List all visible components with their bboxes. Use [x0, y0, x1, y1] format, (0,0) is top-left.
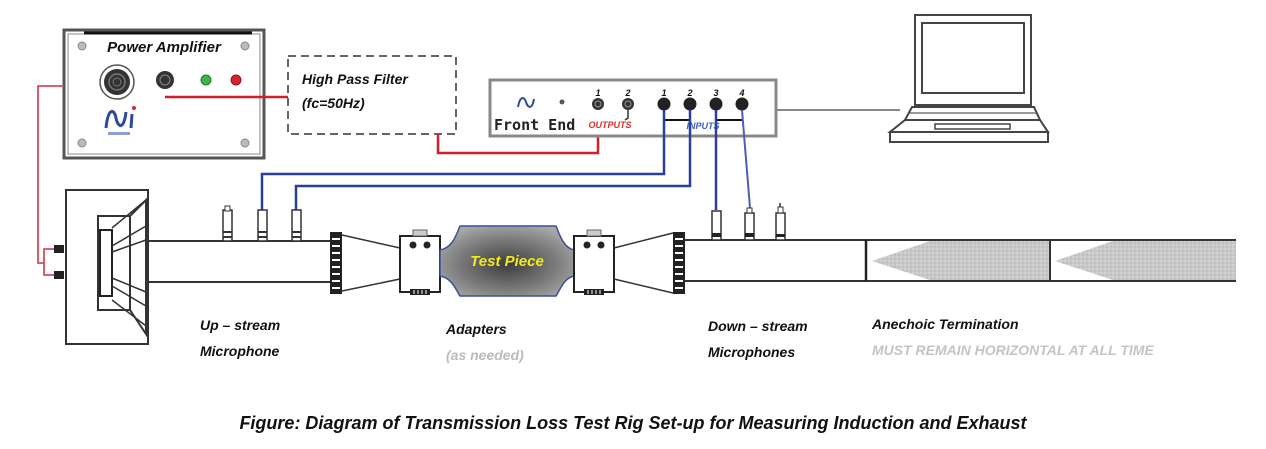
red-indicator-led [230, 74, 242, 86]
input-4-to-downstream-mic-wire [741, 109, 751, 209]
anechoic-label: Anechoic Termination [871, 316, 1019, 332]
loudspeaker [54, 189, 149, 345]
upstream-microphone-1 [222, 205, 233, 242]
input-3-jack[interactable] [709, 97, 723, 111]
figure-caption: Figure: Diagram of Transmission Loss Tes… [239, 413, 1027, 433]
upstream-tube [147, 240, 330, 283]
power-amplifier: Power Amplifier [62, 28, 266, 160]
upstream-microphone-2 [257, 209, 268, 242]
input-1-jack[interactable] [657, 97, 671, 111]
output-1-number: 1 [595, 88, 600, 98]
high-pass-filter: High Pass Filter (fc=50Hz) [287, 55, 457, 135]
right-cone-adapter [613, 232, 674, 294]
inputs-label: INPUTS [686, 121, 719, 131]
ni-logo-icon [104, 106, 136, 135]
input-2-to-upstream-mic-wire [294, 110, 692, 210]
downstream-microphone-3 [775, 203, 786, 241]
amp-to-speaker-wire [37, 85, 64, 276]
left-flange [330, 232, 342, 294]
power-amplifier-title: Power Amplifier [107, 39, 222, 56]
input-1-number: 1 [661, 88, 666, 98]
downstream-microphone-2 [744, 207, 755, 241]
upstream-label: Up – stream [200, 317, 280, 333]
adapters-note: (as needed) [446, 347, 524, 363]
test-piece-label: Test Piece [470, 253, 544, 270]
filter-label: High Pass Filter [302, 71, 409, 87]
input-2-jack[interactable] [683, 97, 697, 111]
anechoic-wedge-2 [1055, 241, 1236, 280]
test-piece: Test Piece [439, 225, 575, 297]
left-cone-adapter [341, 234, 401, 292]
front-end-label: Front End [494, 116, 575, 134]
speaker-terminal-positive [54, 245, 64, 253]
anechoic-note: MUST REMAIN HORIZONTAL AT ALL TIME [872, 342, 1154, 358]
input-1-to-upstream-mic-wire [260, 110, 666, 210]
front-end-unit: Front End 1 2 OUTPUTS 1 2 3 4 INPUTS [488, 78, 778, 138]
output-1-jack[interactable] [592, 98, 604, 110]
power-dot [559, 99, 565, 105]
input-jack-icon [156, 71, 174, 89]
anechoic-wedge-1 [872, 241, 1049, 280]
output-2-number: 2 [624, 88, 630, 98]
adapters-label: Adapters [445, 321, 507, 337]
output-2-jack[interactable] [622, 98, 634, 110]
input-4-jack[interactable] [735, 97, 749, 111]
upstream-microphone-3 [291, 209, 302, 242]
filter-cutoff-label: (fc=50Hz) [302, 95, 365, 111]
speaker-output-jack-icon [99, 64, 135, 100]
outputs-label: OUTPUTS [588, 120, 631, 130]
right-flange [673, 232, 685, 294]
input-2-number: 2 [686, 88, 692, 98]
downstream-label-2: Microphones [708, 344, 795, 360]
ni-logo-small-icon [517, 97, 535, 108]
speaker-terminal-negative [54, 271, 64, 279]
input-4-number: 4 [738, 88, 744, 98]
input-3-number: 3 [713, 88, 718, 98]
left-adapter [399, 229, 441, 295]
upstream-label-2: Microphone [200, 343, 280, 359]
laptop-icon [887, 14, 1050, 143]
green-indicator-led [200, 74, 212, 86]
right-adapter [573, 229, 615, 295]
downstream-label: Down – stream [708, 318, 808, 334]
downstream-microphone-1 [711, 210, 722, 241]
